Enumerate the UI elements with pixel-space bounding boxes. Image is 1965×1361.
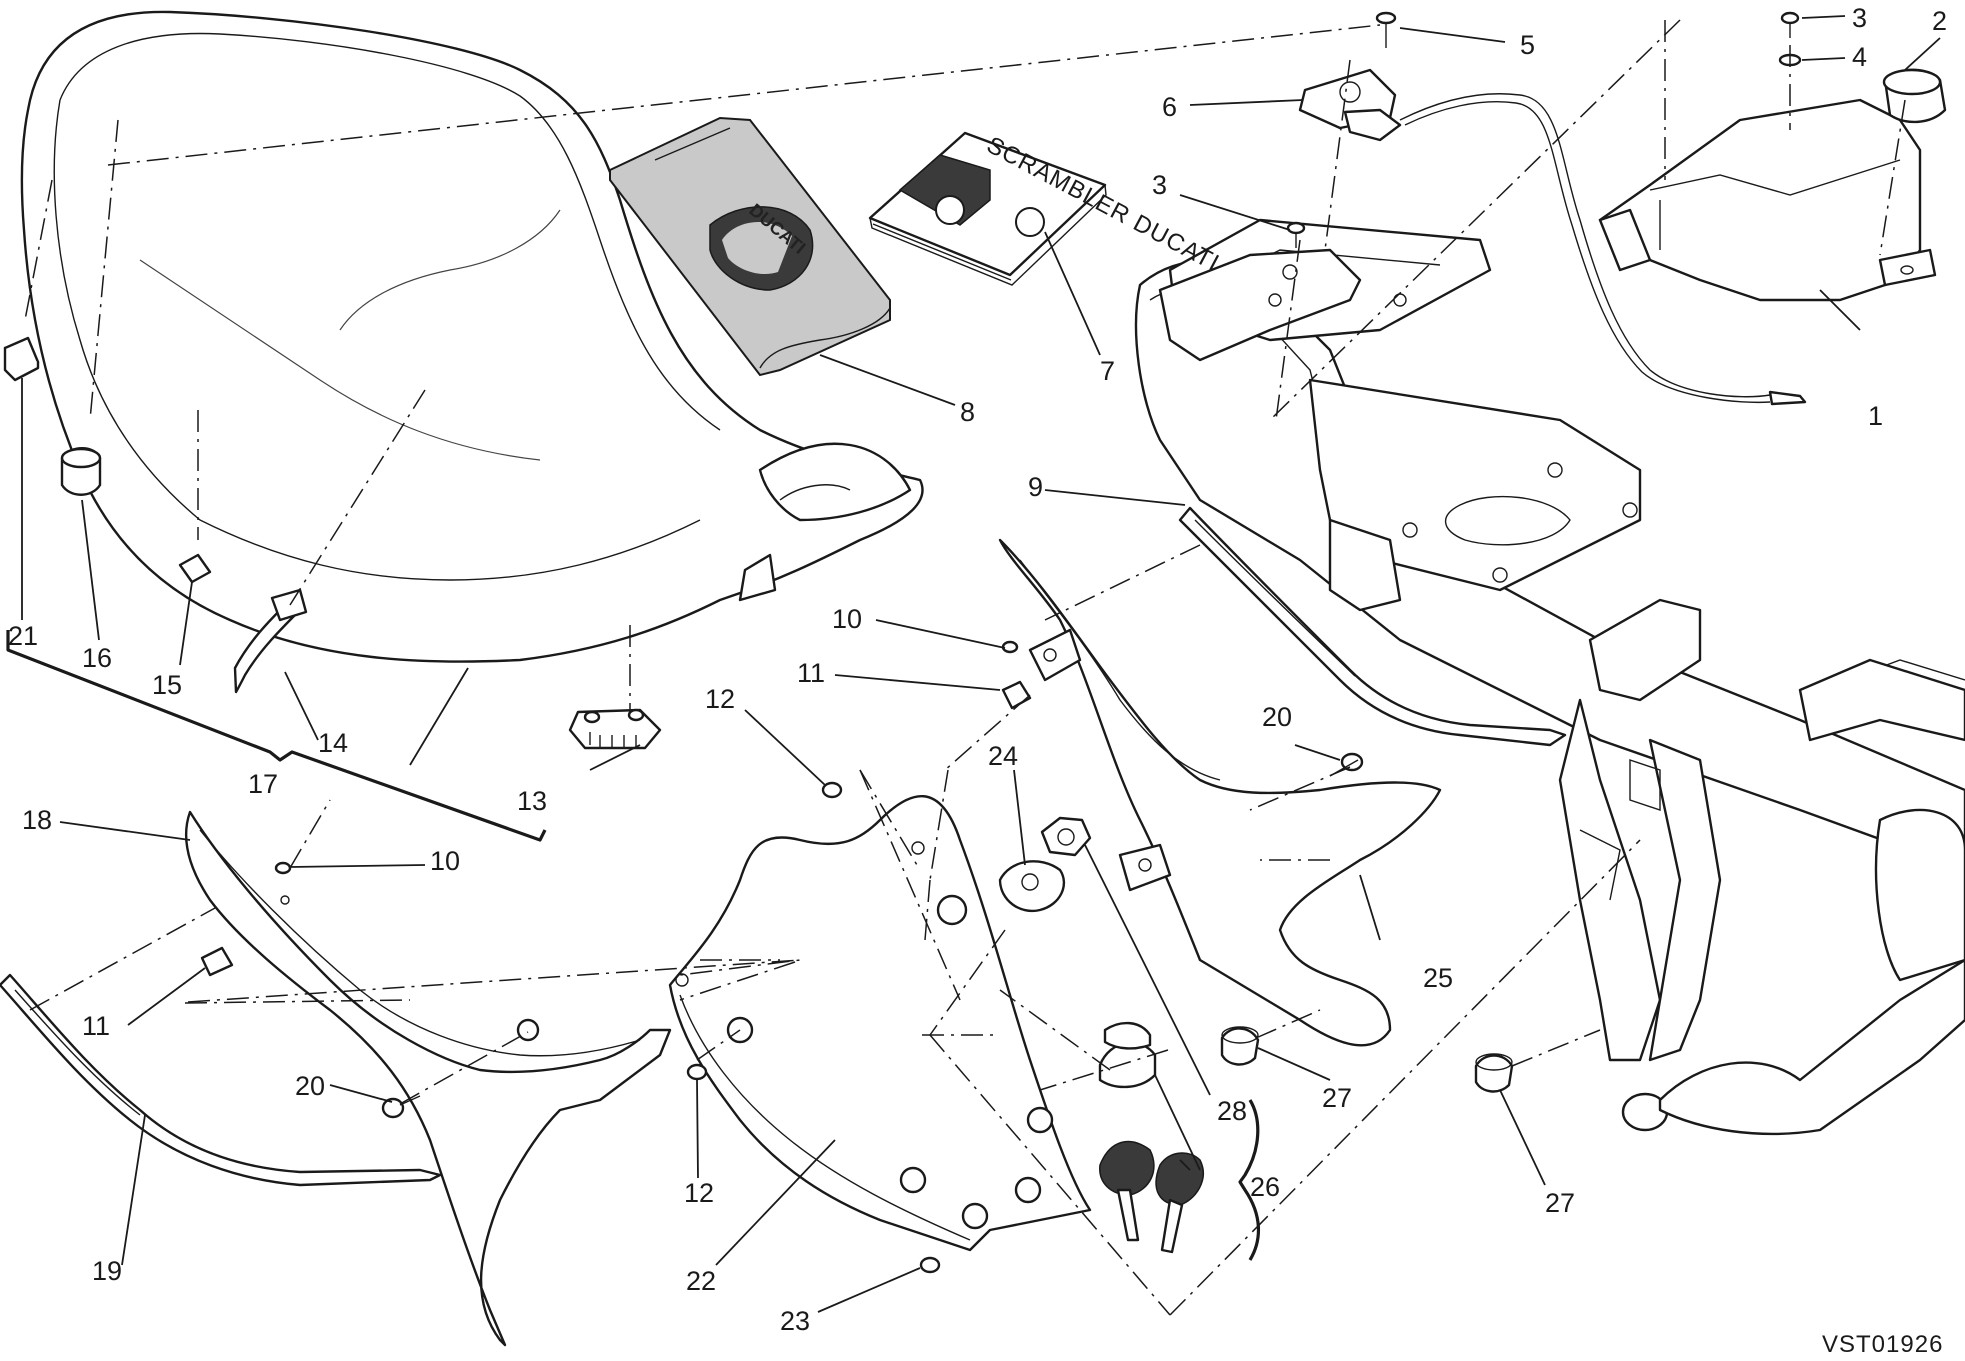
screw-12-upper <box>821 781 843 799</box>
rubber-buffer-16 <box>60 447 102 496</box>
callout-27-right: 27 <box>1545 1188 1575 1218</box>
callout-3-top: 3 <box>1852 3 1867 33</box>
callout-11-upper: 11 <box>797 658 825 688</box>
callout-24: 24 <box>988 741 1018 771</box>
callout-20-left: 20 <box>295 1071 325 1101</box>
trim-strip <box>1178 506 1567 747</box>
callout-3-mid: 3 <box>1152 170 1167 200</box>
nut-28 <box>1040 816 1092 857</box>
washer-10-upper <box>1001 640 1019 654</box>
callout-22: 22 <box>686 1266 716 1296</box>
assembly-center-lines <box>24 19 1906 1316</box>
bolt-20-left <box>381 1095 421 1119</box>
callout-27-left: 27 <box>1322 1083 1352 1113</box>
callout-18: 18 <box>22 805 52 835</box>
callout-10-lower: 10 <box>430 846 460 876</box>
rubber-grommet-27-left <box>1220 1026 1260 1066</box>
callout-19: 19 <box>92 1256 122 1286</box>
battery-tray <box>1598 98 1937 302</box>
battery-terminal-cap <box>1882 68 1947 124</box>
small-screw-3-top <box>1780 11 1800 38</box>
callout-7: 7 <box>1100 356 1115 386</box>
callout-4: 4 <box>1852 42 1867 72</box>
callout-21: 21 <box>8 621 38 651</box>
clip-11-upper <box>1001 680 1032 710</box>
lower-center-panel <box>668 795 1092 1252</box>
callout-17: 17 <box>248 769 278 799</box>
callout-1: 1 <box>1868 401 1883 431</box>
callout-13: 13 <box>517 786 547 816</box>
bolt-20-right <box>1329 752 1364 777</box>
callout-14: 14 <box>318 728 348 758</box>
callout-25: 25 <box>1423 963 1453 993</box>
callout-28: 28 <box>1217 1096 1247 1126</box>
washer-10-lower <box>274 861 292 875</box>
callout-11-lower: 11 <box>82 1011 110 1041</box>
strap-hook-14 <box>233 588 308 694</box>
bracket-17-group <box>6 630 547 842</box>
drawing-code: VST01926 <box>1822 1331 1943 1358</box>
ignition-keys <box>1099 1140 1204 1254</box>
rubber-support-13 <box>568 708 662 750</box>
right-side-panel <box>998 538 1442 1047</box>
callout-leader-lines <box>21 15 1941 1313</box>
screw-3-mid <box>1286 221 1306 248</box>
screw-5 <box>1375 11 1397 48</box>
callout-9: 9 <box>1028 472 1043 502</box>
seat-bag-grey: DUCATI <box>609 116 891 377</box>
clip-11-lower <box>200 946 234 977</box>
rubber-buffer-21 <box>3 336 40 382</box>
clip-15 <box>178 553 212 584</box>
lock-cover-24 <box>998 860 1066 913</box>
rubber-grommet-27-right <box>1474 1053 1514 1093</box>
callout-23: 23 <box>780 1306 810 1336</box>
seat-lock-bracket <box>1158 248 1362 362</box>
callout-10-upper: 10 <box>832 604 862 634</box>
left-side-panel <box>184 810 672 1347</box>
callout-12-lower: 12 <box>684 1178 714 1208</box>
callout-2: 2 <box>1932 6 1947 36</box>
ignition-lock-cylinder <box>1098 1021 1157 1089</box>
screw-12-lower <box>686 1063 708 1081</box>
callout-26: 26 <box>1250 1172 1280 1202</box>
owner-manual-booklet: SCRAMBLER DUCATI <box>868 131 1224 286</box>
callout-20-right: 20 <box>1262 702 1292 732</box>
callout-12-upper: 12 <box>705 684 735 714</box>
left-lower-trim <box>0 973 442 1187</box>
callout-15: 15 <box>152 670 182 700</box>
callout-numbers: 1 2 3 4 5 6 3 7 8 9 10 11 12 13 14 15 16… <box>8 3 1947 1336</box>
screw-23 <box>919 1256 941 1274</box>
seat <box>20 10 924 663</box>
bracket-26-group <box>1238 1099 1261 1261</box>
callout-5: 5 <box>1520 30 1535 60</box>
callout-16: 16 <box>82 643 112 673</box>
seat-lock-assembly <box>1298 68 1807 406</box>
rear-subframe <box>1134 218 1965 1136</box>
callout-8: 8 <box>960 397 975 427</box>
callout-6: 6 <box>1162 92 1177 122</box>
